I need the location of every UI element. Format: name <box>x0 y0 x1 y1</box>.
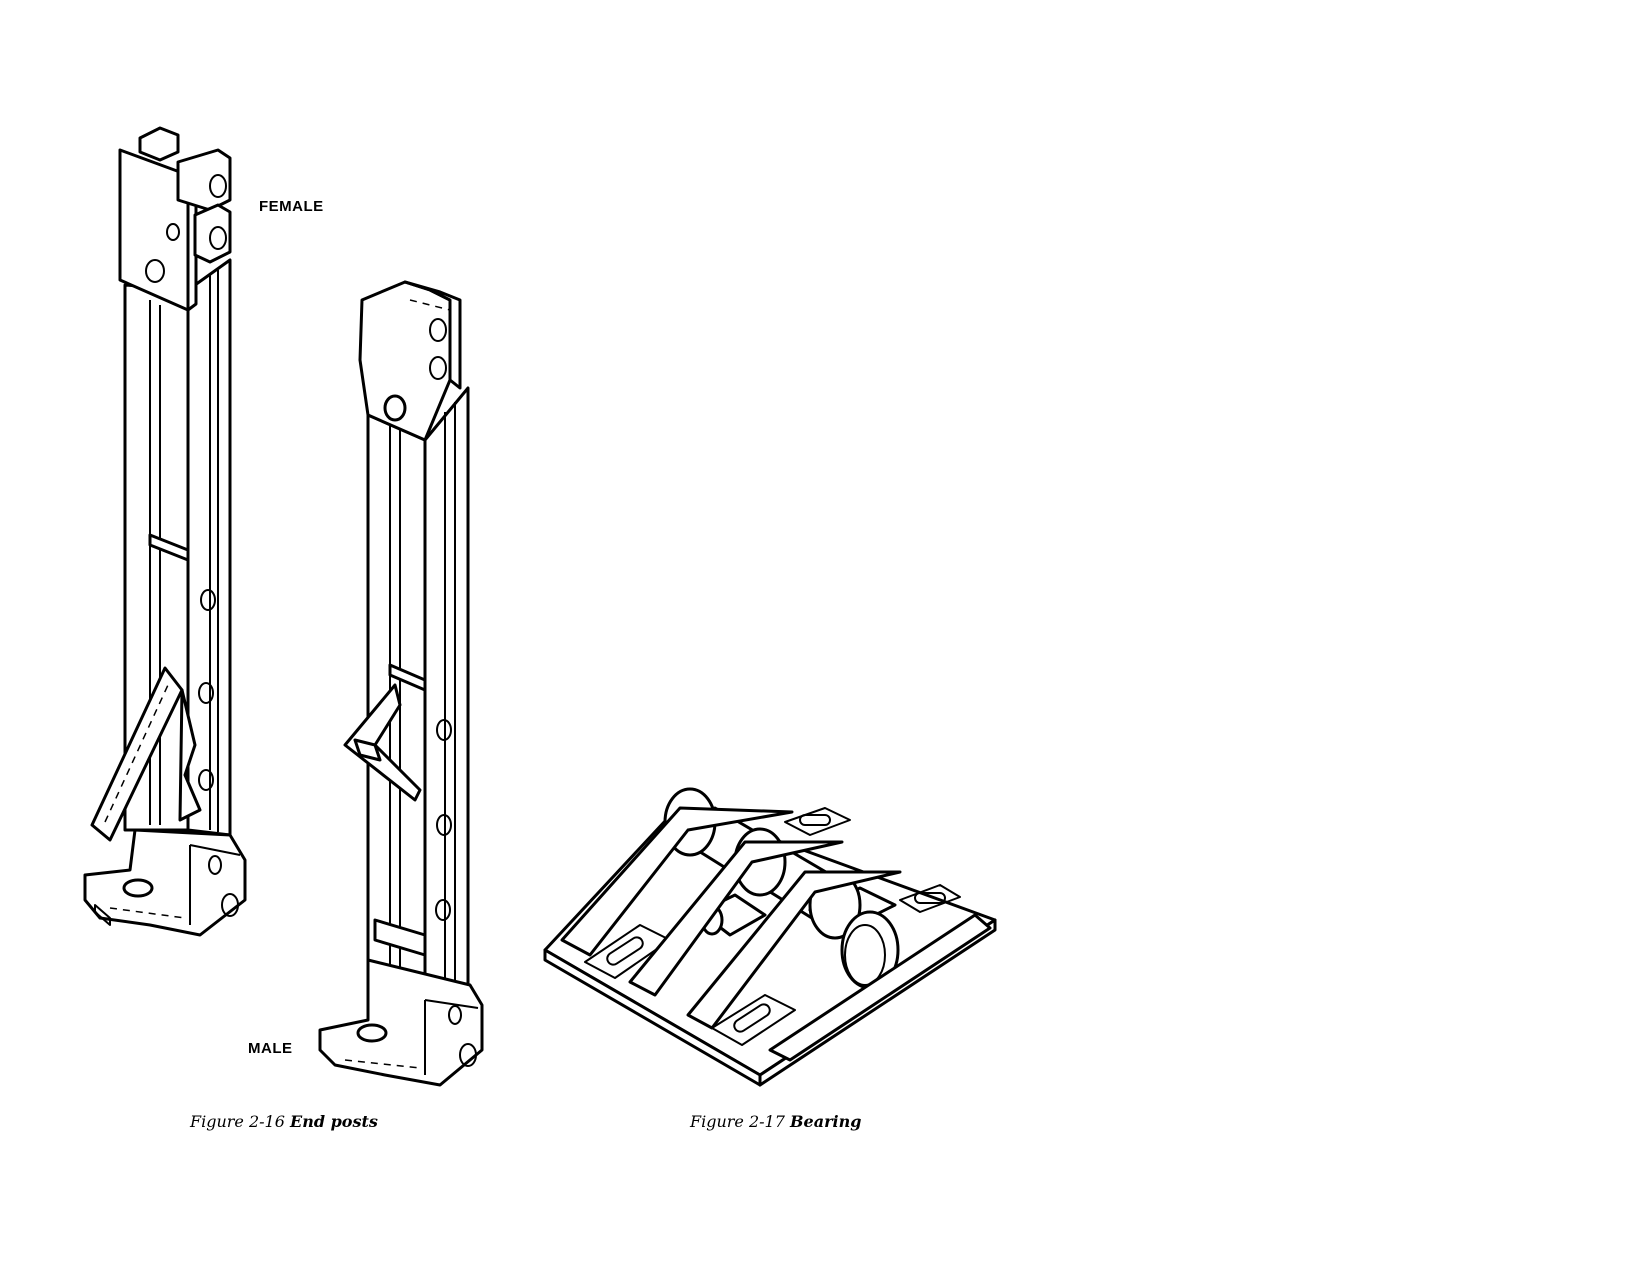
figure-2-17-title: Bearing <box>790 1112 862 1131</box>
bearing-illustration <box>543 787 997 1087</box>
female-label: FEMALE <box>259 198 324 215</box>
figure-2-17-number: Figure 2-17 <box>690 1112 785 1131</box>
male-end-post-illustration <box>318 280 484 1087</box>
male-label: MALE <box>248 1040 293 1057</box>
figure-2-16-number: Figure 2-16 <box>190 1112 285 1131</box>
figure-2-16-caption: Figure 2-16 End posts <box>190 1112 378 1131</box>
figure-2-17-caption: Figure 2-17 Bearing <box>690 1112 861 1131</box>
figure-2-16-title: End posts <box>290 1112 378 1131</box>
female-end-post-illustration <box>83 126 247 937</box>
